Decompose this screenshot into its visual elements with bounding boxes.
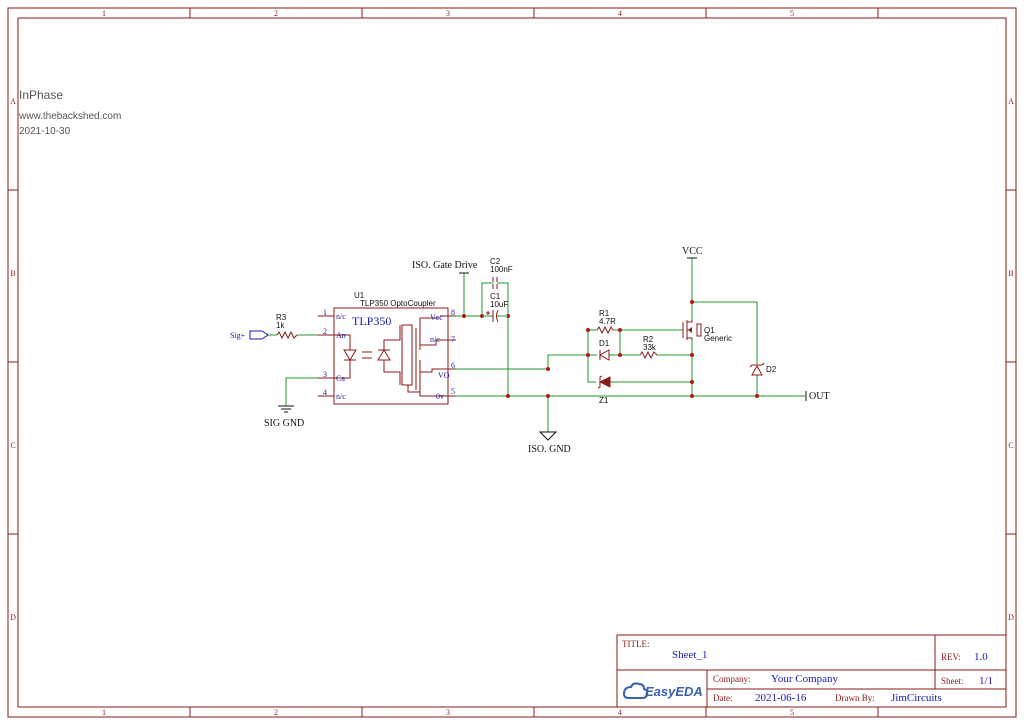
u1-pin-name: An: [336, 331, 346, 340]
r1-resistor[interactable]: R1 4.7R: [596, 309, 616, 335]
c1-capacitor[interactable]: C1 10uF: [482, 292, 508, 323]
c1-value: 10uF: [490, 300, 508, 309]
col-label: 5: [790, 708, 794, 717]
r3-resistor[interactable]: R3 1k: [276, 313, 298, 340]
tb-rev-value: 1.0: [974, 651, 988, 663]
note-title: InPhase: [19, 88, 63, 102]
tb-sheet-value: 1/1: [979, 675, 993, 687]
u1-pin-name: n/c: [336, 392, 346, 401]
r1-value: 4.7R: [599, 317, 616, 326]
row-label: B: [1008, 269, 1013, 278]
d2-ref: D2: [766, 365, 777, 374]
tb-sheet-label: Sheet:: [941, 676, 964, 686]
sig-gnd-symbol[interactable]: SIG GND: [264, 405, 304, 429]
sig-gnd-label: SIG GND: [264, 418, 304, 429]
col-label: 2: [274, 708, 278, 717]
tb-company-value: Your Company: [771, 673, 839, 685]
u1-ref: U1: [354, 291, 365, 300]
u1-pin-num: 3: [323, 370, 327, 379]
u1-body: [333, 307, 449, 405]
tb-date-label: Date:: [713, 693, 733, 703]
u1-pin-num: 1: [323, 308, 327, 317]
r2-resistor[interactable]: R2 33k: [639, 335, 658, 360]
wires: [268, 258, 805, 432]
col-label: 2: [274, 9, 278, 18]
u1-pin-name: Ca: [336, 374, 345, 383]
col-label: 4: [618, 708, 622, 717]
row-label: A: [10, 97, 16, 106]
row-label: C: [1008, 441, 1013, 450]
q1-mosfet[interactable]: Q1 Generic: [682, 320, 732, 343]
logo-text: EasyEDA: [645, 684, 703, 699]
r2-ref: R2: [643, 335, 654, 344]
col-label: 1: [102, 9, 106, 18]
z1-ref: Z1: [599, 396, 609, 405]
note-url: www.thebackshed.com: [18, 111, 121, 122]
sig-label: Sig+: [230, 331, 246, 340]
r1-ref: R1: [599, 309, 610, 318]
row-label: D: [10, 613, 16, 622]
col-label: 5: [790, 9, 794, 18]
r2-value: 33k: [643, 343, 657, 352]
tb-title-label: TITLE:: [622, 639, 650, 649]
u1-pin-name: VO: [438, 371, 450, 380]
sheet-frame: [7, 7, 1017, 718]
iso-gate-drive-flag[interactable]: ISO. Gate Drive: [412, 260, 478, 274]
col-label: 1: [102, 708, 106, 717]
tb-drawn-label: Drawn By:: [835, 693, 875, 703]
u1-pin-name: Vcc: [430, 313, 443, 322]
col-label: 3: [446, 708, 450, 717]
note-date: 2021-10-30: [19, 126, 71, 137]
col-label: 3: [446, 9, 450, 18]
out-label: OUT: [809, 391, 830, 402]
iso-gnd-label: ISO. GND: [528, 444, 571, 455]
u1-optocoupler[interactable]: U1 TLP350 OptoCoupler TLP350 1 n/c 2 An …: [318, 291, 456, 405]
u1-pin-num: 6: [451, 361, 455, 370]
tb-drawn-value: JimCircuits: [891, 692, 942, 704]
vcc-flag[interactable]: VCC: [682, 246, 703, 259]
u1-pin-num: 5: [451, 387, 455, 396]
c2-ref: C2: [490, 257, 501, 266]
title-block: TITLE: Sheet_1 REV: 1.0 Company: Your Co…: [616, 634, 1007, 708]
col-label: 4: [618, 9, 622, 18]
u1-part: TLP350 OptoCoupler: [360, 299, 436, 308]
c1-ref: C1: [490, 292, 501, 301]
tb-company-label: Company:: [713, 674, 751, 684]
q1-ref: Q1: [704, 326, 715, 335]
row-label: C: [10, 441, 15, 450]
r3-value: 1k: [276, 321, 285, 330]
u1-pin-num: 2: [323, 327, 327, 336]
tb-date-value: 2021-06-16: [755, 692, 807, 704]
easyeda-logo: EasyEDA: [622, 682, 703, 699]
z1-zener[interactable]: Z1: [597, 375, 611, 405]
u1-pin-name: n/c: [430, 335, 440, 344]
u1-pin-name: 0v: [436, 392, 444, 401]
sig-port[interactable]: Sig+: [230, 330, 269, 340]
u1-pin-num: 7: [451, 335, 455, 344]
row-label: D: [1008, 613, 1014, 622]
q1-value: Generic: [704, 334, 732, 343]
vcc-label: VCC: [682, 246, 703, 257]
iso-drive-label: ISO. Gate Drive: [412, 260, 478, 271]
sheet-notes: InPhase www.thebackshed.com 2021-10-30: [18, 88, 121, 137]
iso-gnd-symbol[interactable]: ISO. GND: [528, 431, 571, 455]
d1-ref: D1: [599, 339, 610, 348]
d1-diode[interactable]: D1: [598, 339, 610, 361]
border-labels: 1 2 3 4 5 1 2 3 4 5 A B C D A B C D: [10, 9, 1014, 717]
tb-title-value: Sheet_1: [672, 649, 707, 661]
u1-pin-num: 8: [451, 308, 455, 317]
c2-value: 100nF: [490, 265, 513, 274]
c2-capacitor[interactable]: C2 100nF: [482, 257, 513, 289]
u1-pin-name: n/c: [336, 312, 346, 321]
u1-name: TLP350: [352, 314, 391, 328]
row-label: A: [1008, 97, 1014, 106]
d2-diode[interactable]: D2: [749, 362, 777, 376]
tb-rev-label: REV:: [941, 652, 961, 662]
row-label: B: [10, 269, 15, 278]
out-flag[interactable]: OUT: [805, 391, 830, 402]
r3-ref: R3: [276, 313, 287, 322]
u1-pin-num: 4: [323, 388, 327, 397]
